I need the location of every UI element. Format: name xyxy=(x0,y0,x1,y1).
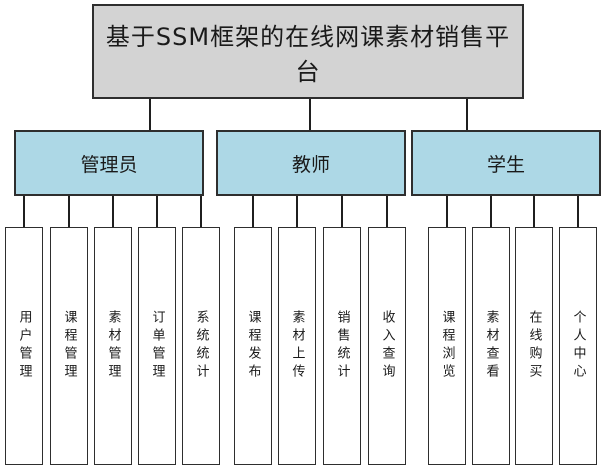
connector-admin-user-management xyxy=(23,196,25,227)
connector-admin-course-management xyxy=(68,196,70,227)
connector-root-student xyxy=(466,99,468,130)
branch-node-teacher: 教师 xyxy=(216,130,406,196)
leaf-node-course-publish-label: 课程发布 xyxy=(245,310,261,382)
leaf-node-system-statistics-label: 系统统计 xyxy=(193,310,209,382)
leaf-node-course-browse-label: 课程浏览 xyxy=(439,310,455,382)
connector-student-online-purchase xyxy=(533,196,535,227)
leaf-node-personal-center: 个人中心 xyxy=(559,227,597,465)
leaf-node-user-management-label: 用户管理 xyxy=(16,310,32,382)
leaf-node-material-view-label: 素材查看 xyxy=(483,310,499,382)
leaf-node-course-publish: 课程发布 xyxy=(234,227,272,465)
connector-admin-system-statistics xyxy=(200,196,202,227)
branch-node-admin: 管理员 xyxy=(14,130,204,196)
leaf-node-material-upload: 素材上传 xyxy=(278,227,316,465)
leaf-node-sales-statistics-label: 销售统计 xyxy=(334,310,350,382)
connector-teacher-course-publish xyxy=(252,196,254,227)
connector-teacher-income-query xyxy=(386,196,388,227)
leaf-node-order-management-label: 订单管理 xyxy=(149,310,165,382)
connector-student-course-browse xyxy=(446,196,448,227)
branch-node-student-label: 学生 xyxy=(486,153,525,176)
leaf-node-material-upload-label: 素材上传 xyxy=(289,310,305,382)
leaf-node-course-management: 课程管理 xyxy=(50,227,88,465)
branch-node-admin-label: 管理员 xyxy=(80,153,138,176)
connector-admin-order-management xyxy=(156,196,158,227)
leaf-node-material-view: 素材查看 xyxy=(472,227,510,465)
leaf-node-course-browse: 课程浏览 xyxy=(428,227,466,465)
leaf-node-system-statistics: 系统统计 xyxy=(182,227,220,465)
branch-node-teacher-label: 教师 xyxy=(291,153,330,176)
leaf-node-order-management: 订单管理 xyxy=(138,227,176,465)
connector-student-material-view xyxy=(490,196,492,227)
root-node-label: 基于SSM框架的在线网课素材销售平台 xyxy=(105,22,511,86)
leaf-node-income-query: 收入查询 xyxy=(368,227,406,465)
leaf-node-material-management: 素材管理 xyxy=(94,227,132,465)
leaf-node-course-management-label: 课程管理 xyxy=(61,310,77,382)
connector-root-admin xyxy=(149,99,151,130)
connector-student-personal-center xyxy=(577,196,579,227)
connector-teacher-sales-statistics xyxy=(341,196,343,227)
root-node-platform: 基于SSM框架的在线网课素材销售平台 xyxy=(92,4,524,99)
connector-admin-material-management xyxy=(112,196,114,227)
leaf-node-online-purchase-label: 在线购买 xyxy=(526,310,542,382)
leaf-node-sales-statistics: 销售统计 xyxy=(323,227,361,465)
leaf-node-income-query-label: 收入查询 xyxy=(379,310,395,382)
leaf-node-personal-center-label: 个人中心 xyxy=(570,310,586,382)
leaf-node-online-purchase: 在线购买 xyxy=(515,227,553,465)
leaf-node-user-management: 用户管理 xyxy=(5,227,43,465)
branch-node-student: 学生 xyxy=(411,130,601,196)
leaf-node-material-management-label: 素材管理 xyxy=(105,310,121,382)
connector-root-teacher xyxy=(309,99,311,130)
connector-teacher-material-upload xyxy=(296,196,298,227)
